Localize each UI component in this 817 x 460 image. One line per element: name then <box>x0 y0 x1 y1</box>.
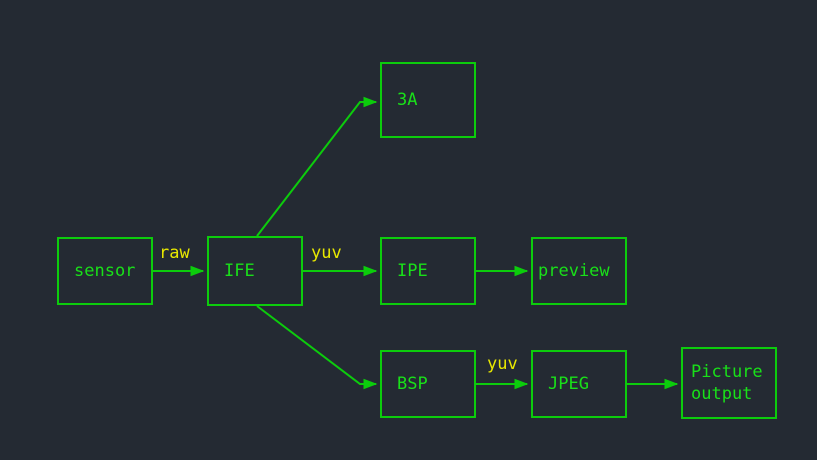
edge-ife-bsp <box>256 305 378 390</box>
node-ife[interactable]: IFE <box>207 236 303 306</box>
node-ipe[interactable]: IPE <box>380 237 476 305</box>
node-sensor[interactable]: sensor <box>57 237 153 305</box>
node-bsp[interactable]: BSP <box>380 350 476 418</box>
node-ife-label: IFE <box>224 261 255 281</box>
node-jpeg[interactable]: JPEG <box>531 350 627 418</box>
edge-label-raw: raw <box>159 243 190 263</box>
edge-label-yuv-ife-ipe: yuv <box>311 243 342 263</box>
node-bsp-label: BSP <box>397 374 428 394</box>
node-picture-output-label: Picture output <box>691 362 763 404</box>
node-preview-label: preview <box>538 261 610 281</box>
node-picture-output[interactable]: Picture output <box>681 347 777 419</box>
edge-ife-3a <box>256 96 378 237</box>
node-3a[interactable]: 3A <box>380 62 476 138</box>
node-ipe-label: IPE <box>397 261 428 281</box>
node-sensor-label: sensor <box>74 261 136 281</box>
node-preview[interactable]: preview <box>531 237 627 305</box>
node-3a-label: 3A <box>397 90 418 110</box>
node-jpeg-label: JPEG <box>548 374 589 394</box>
edge-label-yuv-bsp-jpeg: yuv <box>487 354 518 374</box>
